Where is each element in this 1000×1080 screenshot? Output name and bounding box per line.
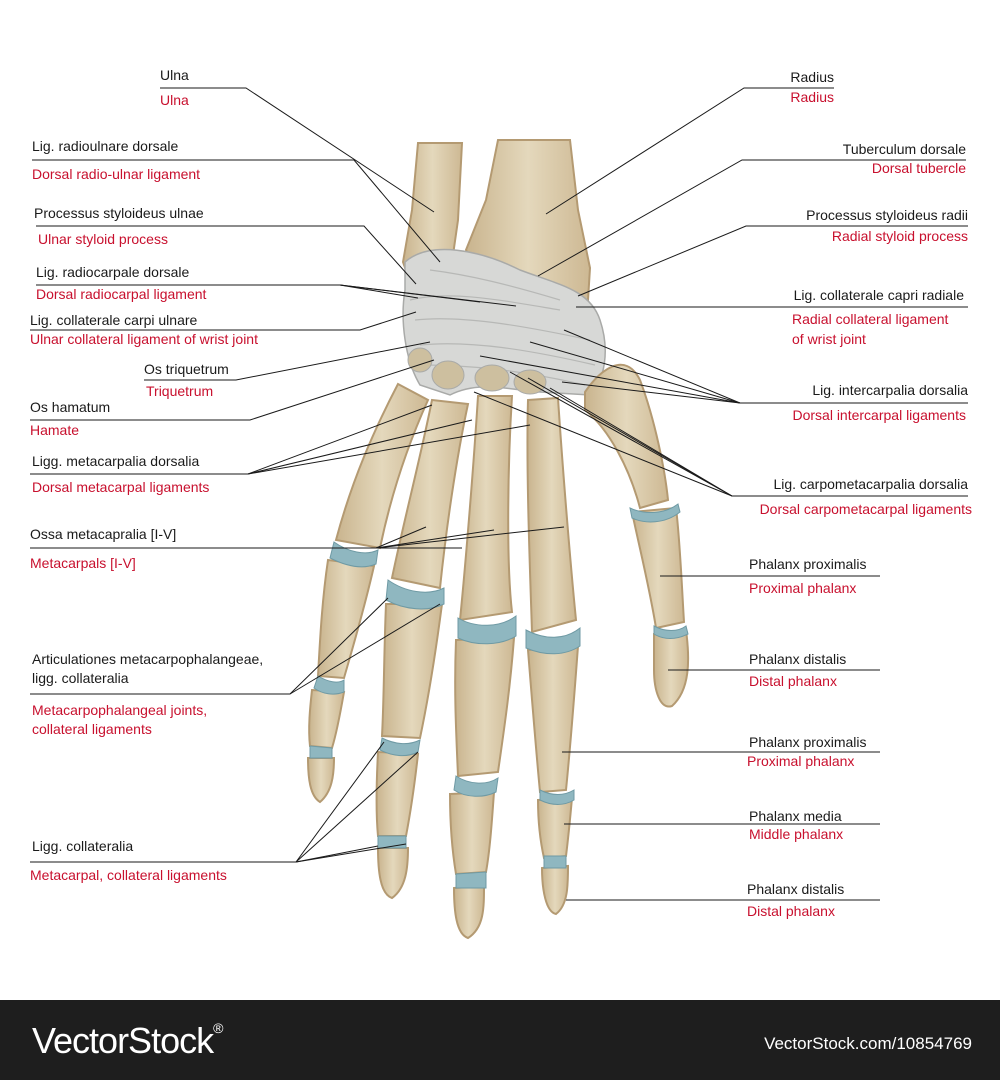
label-radioulnar-latin: Lig. radioulnare dorsale xyxy=(32,138,179,154)
label-carpometacarpal-latin: Lig. carpometacarpalia dorsalia xyxy=(773,476,968,492)
little-middle xyxy=(308,688,346,750)
hand-anatomy-diagram xyxy=(30,87,968,940)
watermark-bar: VectorStock® VectorStock.com/10854769 xyxy=(0,1000,1000,1080)
ring-proximal xyxy=(380,603,444,740)
label-index-proximal-latin: Phalanx proximalis xyxy=(749,734,867,750)
label-triquetrum-latin: Os triquetrum xyxy=(144,361,229,377)
label-thumb-distal-latin: Phalanx distalis xyxy=(749,651,847,667)
label-ulnar-collateral-latin: Lig. collaterale carpi ulnare xyxy=(30,312,198,328)
label-metacarpals-latin: Ossa metacapralia [I-V] xyxy=(30,526,177,542)
label-index-distal-latin: Phalanx distalis xyxy=(747,881,845,897)
thumb-distal-phalanx xyxy=(653,628,690,708)
ring-middle xyxy=(375,750,420,837)
label-index-middle-latin: Phalanx media xyxy=(749,808,842,824)
label-triquetrum-english: Triquetrum xyxy=(146,383,214,399)
leader-lines-left xyxy=(30,87,565,863)
label-intercarpal-latin: Lig. intercarpalia dorsalia xyxy=(812,382,968,398)
label-dorsal-tubercle-latin: Tuberculum dorsale xyxy=(842,141,966,157)
label-radial-collateral-english: Radial collateral ligament xyxy=(792,311,949,327)
label-radiocarpal-latin: Lig. radiocarpale dorsale xyxy=(36,264,190,280)
label-ulnar-collateral-english: Ulnar collateral ligament of wrist joint xyxy=(30,331,258,347)
label-mcp-joints-english-2: collateral ligaments xyxy=(32,721,152,737)
middle-distal xyxy=(452,884,486,940)
index-distal xyxy=(540,864,570,916)
thumb-proximal-phalanx xyxy=(630,506,686,630)
label-ulna-english: Ulna xyxy=(160,92,189,108)
label-radial-collateral-english-2: of wrist joint xyxy=(792,331,866,347)
label-carpometacarpal-english: Dorsal carpometacarpal ligaments xyxy=(759,501,972,517)
label-radius-english: Radius xyxy=(790,89,834,105)
label-index-distal-english: Distal phalanx xyxy=(747,903,835,919)
metacarpal-middle xyxy=(458,395,514,622)
label-ulnar-styloid-english: Ulnar styloid process xyxy=(38,231,168,247)
index-middle xyxy=(536,796,574,860)
label-dorsal-tubercle-english: Dorsal tubercle xyxy=(871,160,966,176)
middle-middle xyxy=(448,790,496,876)
label-index-middle-english: Middle phalanx xyxy=(749,826,844,842)
label-hamate-english: Hamate xyxy=(30,422,80,438)
thumb-bones xyxy=(584,363,690,708)
label-mcp-joints-latin: Articulationes metacarpophalangeae, xyxy=(32,651,264,667)
finger-phalanges xyxy=(306,558,580,940)
little-distal xyxy=(306,757,336,804)
middle-proximal xyxy=(454,636,516,778)
label-mcp-joints-latin-2: ligg. collateralia xyxy=(32,670,129,686)
label-thumb-distal-english: Distal phalanx xyxy=(749,673,837,689)
metacarpal-bones xyxy=(334,382,578,634)
label-radiocarpal-english: Dorsal radiocarpal ligament xyxy=(36,286,207,302)
label-metacarpal-ligaments-english: Dorsal metacarpal ligaments xyxy=(32,479,210,495)
watermark-brand: VectorStock® xyxy=(32,1020,223,1061)
label-collateral-latin: Ligg. collateralia xyxy=(32,838,134,854)
label-metacarpals-english: Metacarpals [I-V] xyxy=(30,555,136,571)
thumb-metacarpal xyxy=(584,363,670,510)
leader-lines-right xyxy=(473,87,968,901)
label-radial-styloid-latin: Processus styloideus radii xyxy=(806,207,968,223)
ring-distal xyxy=(376,847,410,900)
label-collateral-english: Metacarpal, collateral ligaments xyxy=(30,867,227,883)
watermark-site: VectorStock.com/10854769 xyxy=(764,1034,972,1053)
label-radius-latin: Radius xyxy=(790,69,834,85)
label-thumb-proximal-english: Proximal phalanx xyxy=(749,580,857,596)
index-proximal xyxy=(526,644,580,794)
label-hamate-latin: Os hamatum xyxy=(30,399,111,415)
label-metacarpal-ligaments-latin: Ligg. metacarpalia dorsalia xyxy=(32,453,200,469)
label-ulnar-styloid-latin: Processus styloideus ulnae xyxy=(34,205,204,221)
label-radial-collateral-latin: Lig. collaterale capri radiale xyxy=(793,287,964,303)
label-index-proximal-english: Proximal phalanx xyxy=(747,753,855,769)
joint-cartilage xyxy=(309,541,581,889)
label-intercarpal-english: Dorsal intercarpal ligaments xyxy=(792,407,966,423)
metacarpal-ring xyxy=(390,398,470,590)
wrist-ligaments xyxy=(402,248,606,396)
little-proximal xyxy=(316,558,376,680)
label-radial-styloid-english: Radial styloid process xyxy=(831,228,968,244)
label-radioulnar-english: Dorsal radio-ulnar ligament xyxy=(32,166,201,182)
label-thumb-proximal-latin: Phalanx proximalis xyxy=(749,556,867,572)
label-mcp-joints-english: Metacarpophalangeal joints, xyxy=(32,702,208,718)
label-ulna-latin: Ulna xyxy=(160,67,189,83)
metacarpal-index xyxy=(526,396,578,634)
